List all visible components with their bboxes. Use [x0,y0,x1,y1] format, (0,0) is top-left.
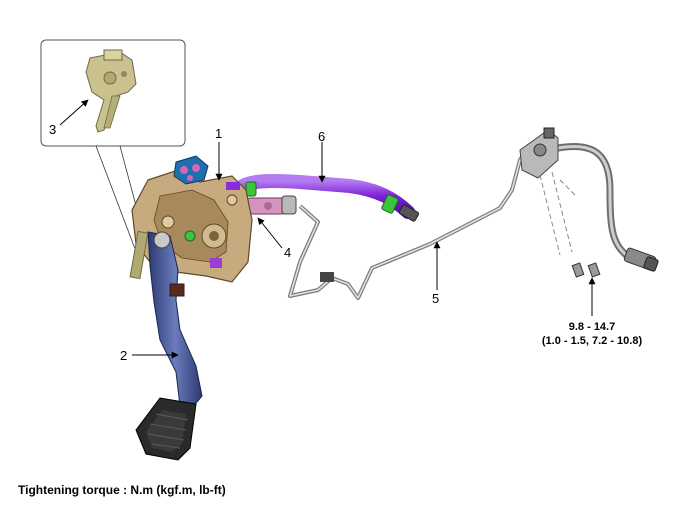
callout-1: 1 [215,126,223,141]
torque-spec: 9.8 - 14.7 (1.0 - 1.5, 7.2 - 10.8) [520,320,664,348]
hose-end-fitting [623,247,659,272]
master-cylinder [245,195,297,215]
pedal-arm [147,231,203,409]
pedal-pad [135,397,197,461]
callout-2: 2 [120,348,128,363]
clutch-switch-part-inset [85,49,137,133]
leader-lines [59,99,596,359]
pedal-stopper [169,283,185,297]
pedal-bracket [129,155,253,283]
release-hose [544,142,659,272]
torque-value-alt: (1.0 - 1.5, 7.2 - 10.8) [541,335,643,347]
mounting-bolts [571,262,601,278]
inset-box [40,39,186,263]
callout-6: 6 [318,129,326,144]
reservoir-hose [231,173,420,222]
pipe-bracket [519,127,576,256]
callout-3: 3 [49,122,57,137]
callout-5: 5 [432,291,440,306]
hose-clamp-2 [245,181,257,197]
torque-caption: Tightening torque : N.m (kgf.m, lb-ft) [18,483,226,497]
callout-4: 4 [284,245,292,260]
clutch-pipe [288,143,532,300]
hose-clamp [381,194,399,214]
pipe-clip [320,272,334,282]
torque-value-nm: 9.8 - 14.7 [568,321,616,333]
